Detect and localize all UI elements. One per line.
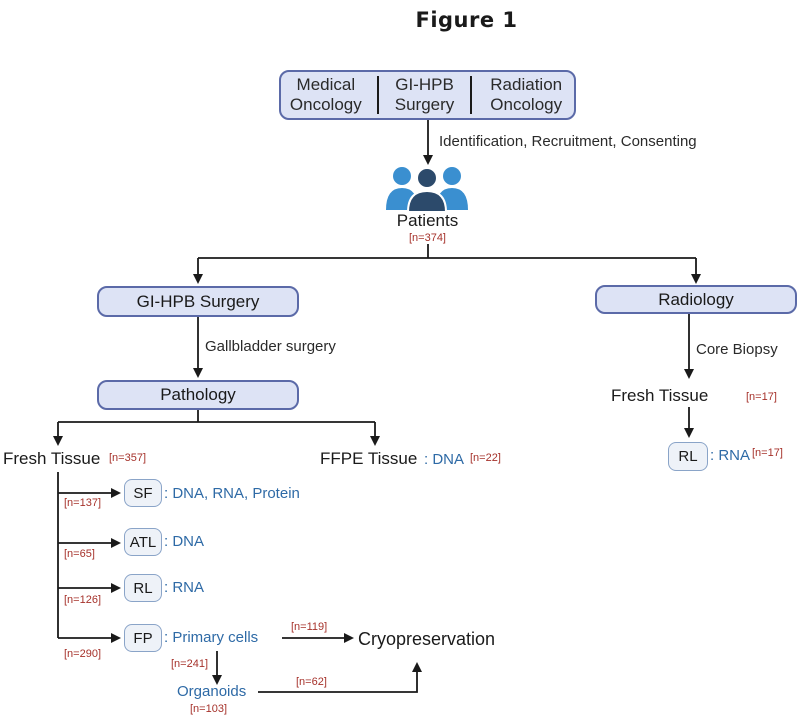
- patients-label: Patients: [396, 211, 459, 230]
- radiology-fresh-tissue-label: Fresh Tissue: [611, 386, 709, 405]
- arrow-organoids-to-cryo: [258, 662, 422, 693]
- organoids-in-count: [n=241]: [171, 658, 209, 670]
- radiology-rl-count: [n=17]: [752, 447, 783, 459]
- ffpe-tissue-desc: : DNA: [424, 451, 465, 468]
- radiology-rl-desc: : RNA: [710, 447, 751, 464]
- core-biopsy-label: Core Biopsy: [696, 341, 778, 358]
- sf-desc: : DNA, RNA, Protein: [164, 485, 300, 502]
- organoids-to-cryo-count: [n=62]: [296, 676, 327, 688]
- fresh-tissue-label: Fresh Tissue: [3, 449, 101, 468]
- pathology-box: Pathology: [97, 380, 299, 410]
- atl-box: ATL: [124, 528, 162, 556]
- gi-hpb-surgery-box: GI-HPB Surgery: [97, 286, 299, 317]
- organoids-label: Organoids: [177, 683, 247, 700]
- atl-count: [n=65]: [64, 548, 95, 560]
- dept-divider: [376, 76, 379, 114]
- dept-radiation-oncology: Radiation Oncology: [490, 75, 563, 114]
- rl-count: [n=126]: [64, 594, 102, 606]
- sf-count: [n=137]: [64, 497, 102, 509]
- dept-medical-oncology: Medical Oncology: [289, 75, 362, 114]
- gallbladder-label: Gallbladder surgery: [205, 338, 336, 355]
- radiology-rl-box: RL: [668, 442, 708, 471]
- ffpe-tissue-label: FFPE Tissue: [320, 449, 418, 468]
- fresh-tissue-count: [n=357]: [109, 452, 147, 464]
- cryopreservation-label: Cryopreservation: [358, 629, 496, 649]
- rl-desc: : RNA: [164, 579, 205, 596]
- figure-title: Figure 1: [415, 8, 518, 32]
- radiology-box: Radiology: [595, 285, 797, 314]
- patients-icon: [386, 167, 468, 212]
- atl-desc: : DNA: [164, 533, 205, 550]
- fp-count: [n=290]: [64, 648, 102, 660]
- sf-box: SF: [124, 479, 162, 507]
- dept-gi-hpb-surgery: GI-HPB Surgery: [394, 75, 455, 114]
- organoids-count: [n=103]: [190, 703, 228, 715]
- recruitment-label: Identification, Recruitment, Consenting: [439, 133, 697, 150]
- dept-divider: [470, 76, 473, 114]
- radiology-fresh-tissue-count: [n=17]: [746, 391, 777, 403]
- departments-box: Medical Oncology GI-HPB Surgery Radiatio…: [279, 70, 576, 120]
- primary-to-cryo-count: [n=119]: [291, 621, 328, 633]
- rl-box: RL: [124, 574, 162, 602]
- fp-desc: : Primary cells: [164, 629, 259, 646]
- fp-box: FP: [124, 624, 162, 652]
- ffpe-tissue-count: [n=22]: [470, 452, 501, 464]
- patients-count: [n=374]: [408, 232, 446, 244]
